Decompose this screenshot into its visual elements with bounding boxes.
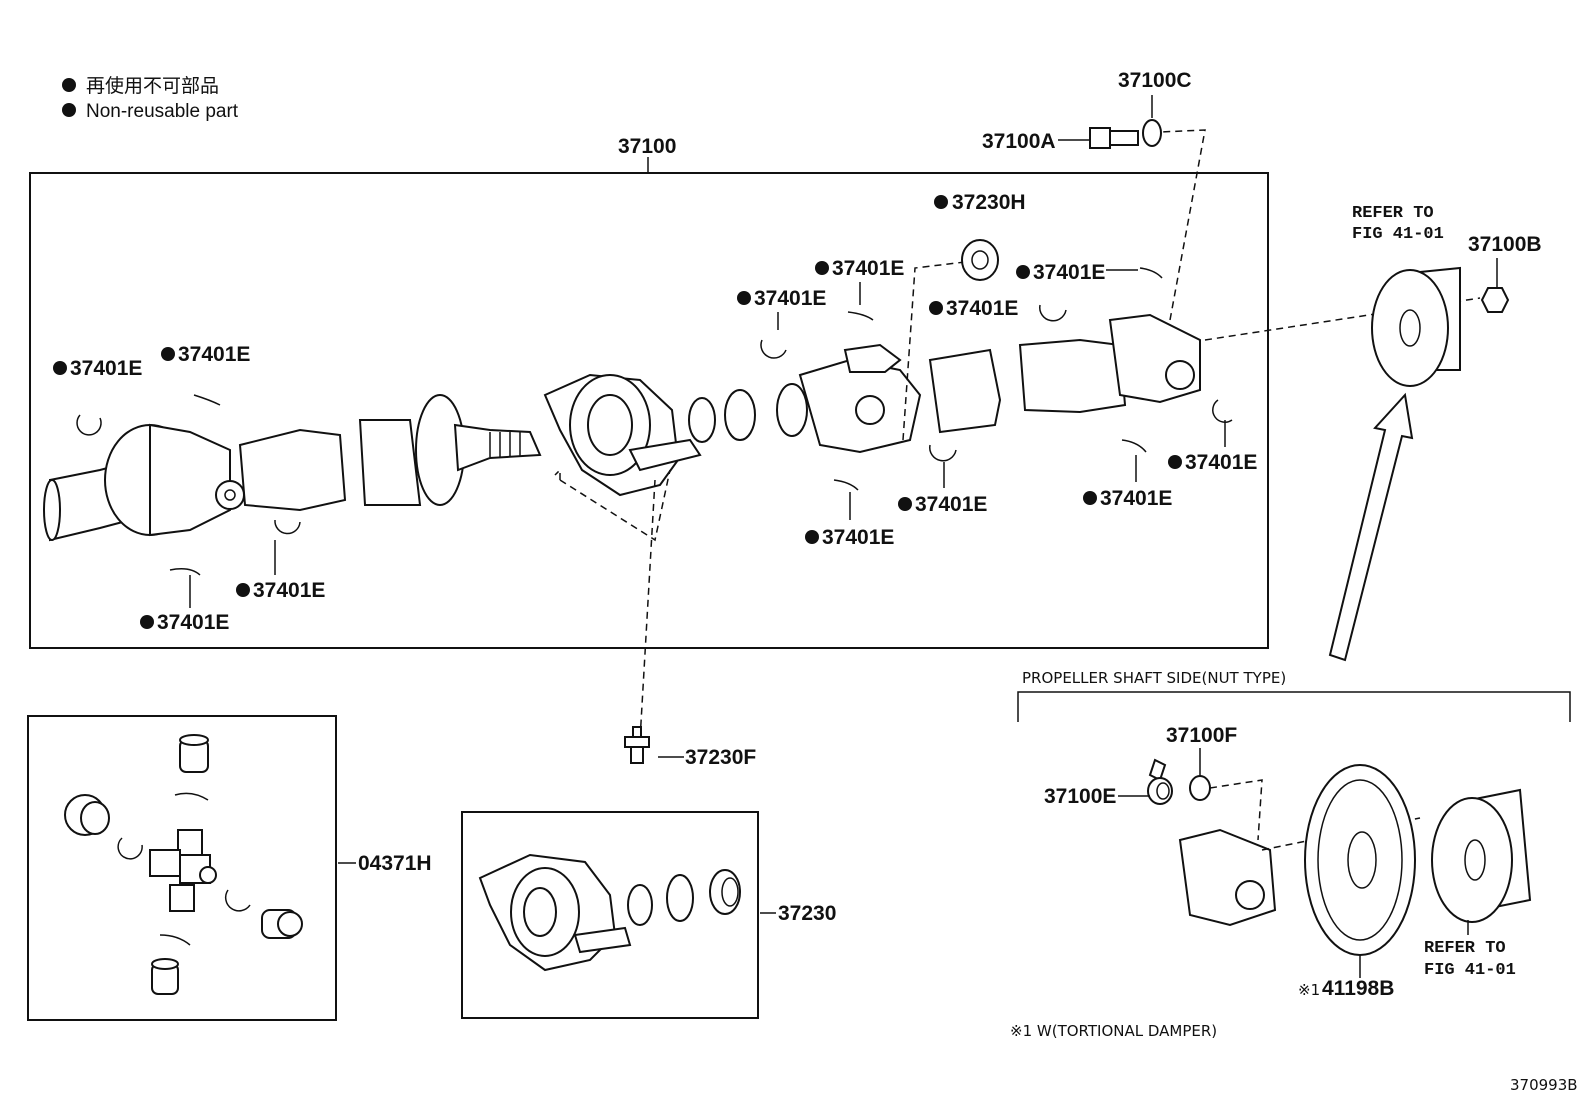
assembly-frame-37100 (29, 172, 1269, 649)
part-label-37100F[interactable]: 37100F (1166, 724, 1237, 747)
part-label-04371H[interactable]: 04371H (358, 852, 432, 875)
part-label-37401E[interactable]: 37401E (915, 493, 987, 516)
kit-frame-37230 (461, 811, 759, 1019)
part-label-37100C[interactable]: 37100C (1118, 69, 1192, 92)
part-label-37230F[interactable]: 37230F (685, 746, 756, 769)
nut-type-inset: PROPELLER SHAFT SIDE(NUT TYPE) 37100E 37… (1010, 669, 1571, 1040)
part-label-37401E[interactable]: 37401E (946, 297, 1018, 320)
torsional-damper-41198B (1304, 764, 1416, 956)
nut-37100E (1148, 758, 1167, 782)
figure-id: 370993B (1510, 1076, 1578, 1094)
part-label-37401E[interactable]: 37401E (1185, 451, 1257, 474)
part-label-37401E[interactable]: 37401E (70, 357, 142, 380)
legend-en: Non-reusable part (86, 101, 239, 122)
part-label-37100B[interactable]: 37100B (1468, 233, 1542, 256)
part-label-37100A[interactable]: 37100A (982, 130, 1056, 153)
part-label-37401E[interactable]: 37401E (754, 287, 826, 310)
center-bearing (543, 373, 756, 497)
washer-37100C (1142, 119, 1162, 147)
part-label-37100E[interactable]: 37100E (1044, 785, 1116, 808)
nut-37100B (1480, 287, 1510, 313)
part-label-37401E[interactable]: 37401E (822, 526, 894, 549)
fig-ref-label[interactable]: FIG 41-01 (1424, 961, 1516, 980)
companion-flange (1371, 266, 1461, 387)
refer-to-label: REFER TO (1352, 204, 1434, 223)
arrow-icon (1328, 392, 1414, 662)
kit-frame-04371H (27, 715, 337, 1021)
part-label-37100[interactable]: 37100 (618, 135, 676, 158)
washer-37100F (1189, 775, 1211, 801)
part-label-41198B[interactable]: 41198B (1322, 977, 1394, 1000)
legend-jp: 再使用不可部品 (86, 75, 219, 97)
snap-rings (76, 267, 1233, 576)
grommet-37230H (961, 239, 999, 281)
part-labels-37401E: 37401E 37401E 37401E 37401E 37401E 37401… (53, 257, 1257, 634)
part-label-37401E[interactable]: 37401E (178, 343, 250, 366)
part-label-37401E[interactable]: 37401E (1100, 487, 1172, 510)
inset-title: PROPELLER SHAFT SIDE(NUT TYPE) (1022, 669, 1286, 687)
legend: 再使用不可部品 Non-reusable part (62, 75, 239, 122)
rear-propeller-shaft (776, 313, 1201, 454)
bullet-icon (62, 103, 76, 117)
damper-mark: ※1 (1298, 981, 1320, 999)
refer-to-label: REFER TO (1424, 939, 1506, 958)
part-label-37401E[interactable]: 37401E (157, 611, 229, 634)
bolt-37100A (1089, 127, 1139, 149)
part-label-37401E[interactable]: 37401E (1033, 261, 1105, 284)
part-label-37401E[interactable]: 37401E (832, 257, 904, 280)
bullet-icon (62, 78, 76, 92)
part-label-37230H[interactable]: 37230H (952, 191, 1026, 214)
part-label-37401E[interactable]: 37401E (253, 579, 325, 602)
center-bearing-kit (478, 853, 741, 972)
inset-footnote: ※1 W(TORTIONAL DAMPER) (1010, 1022, 1217, 1040)
fig-ref-label[interactable]: FIG 41-01 (1352, 225, 1444, 244)
front-propeller-shaft (43, 394, 542, 542)
bolt-37230F (624, 726, 650, 764)
part-label-37230[interactable]: 37230 (778, 902, 836, 925)
universal-joint-kit (64, 734, 303, 995)
